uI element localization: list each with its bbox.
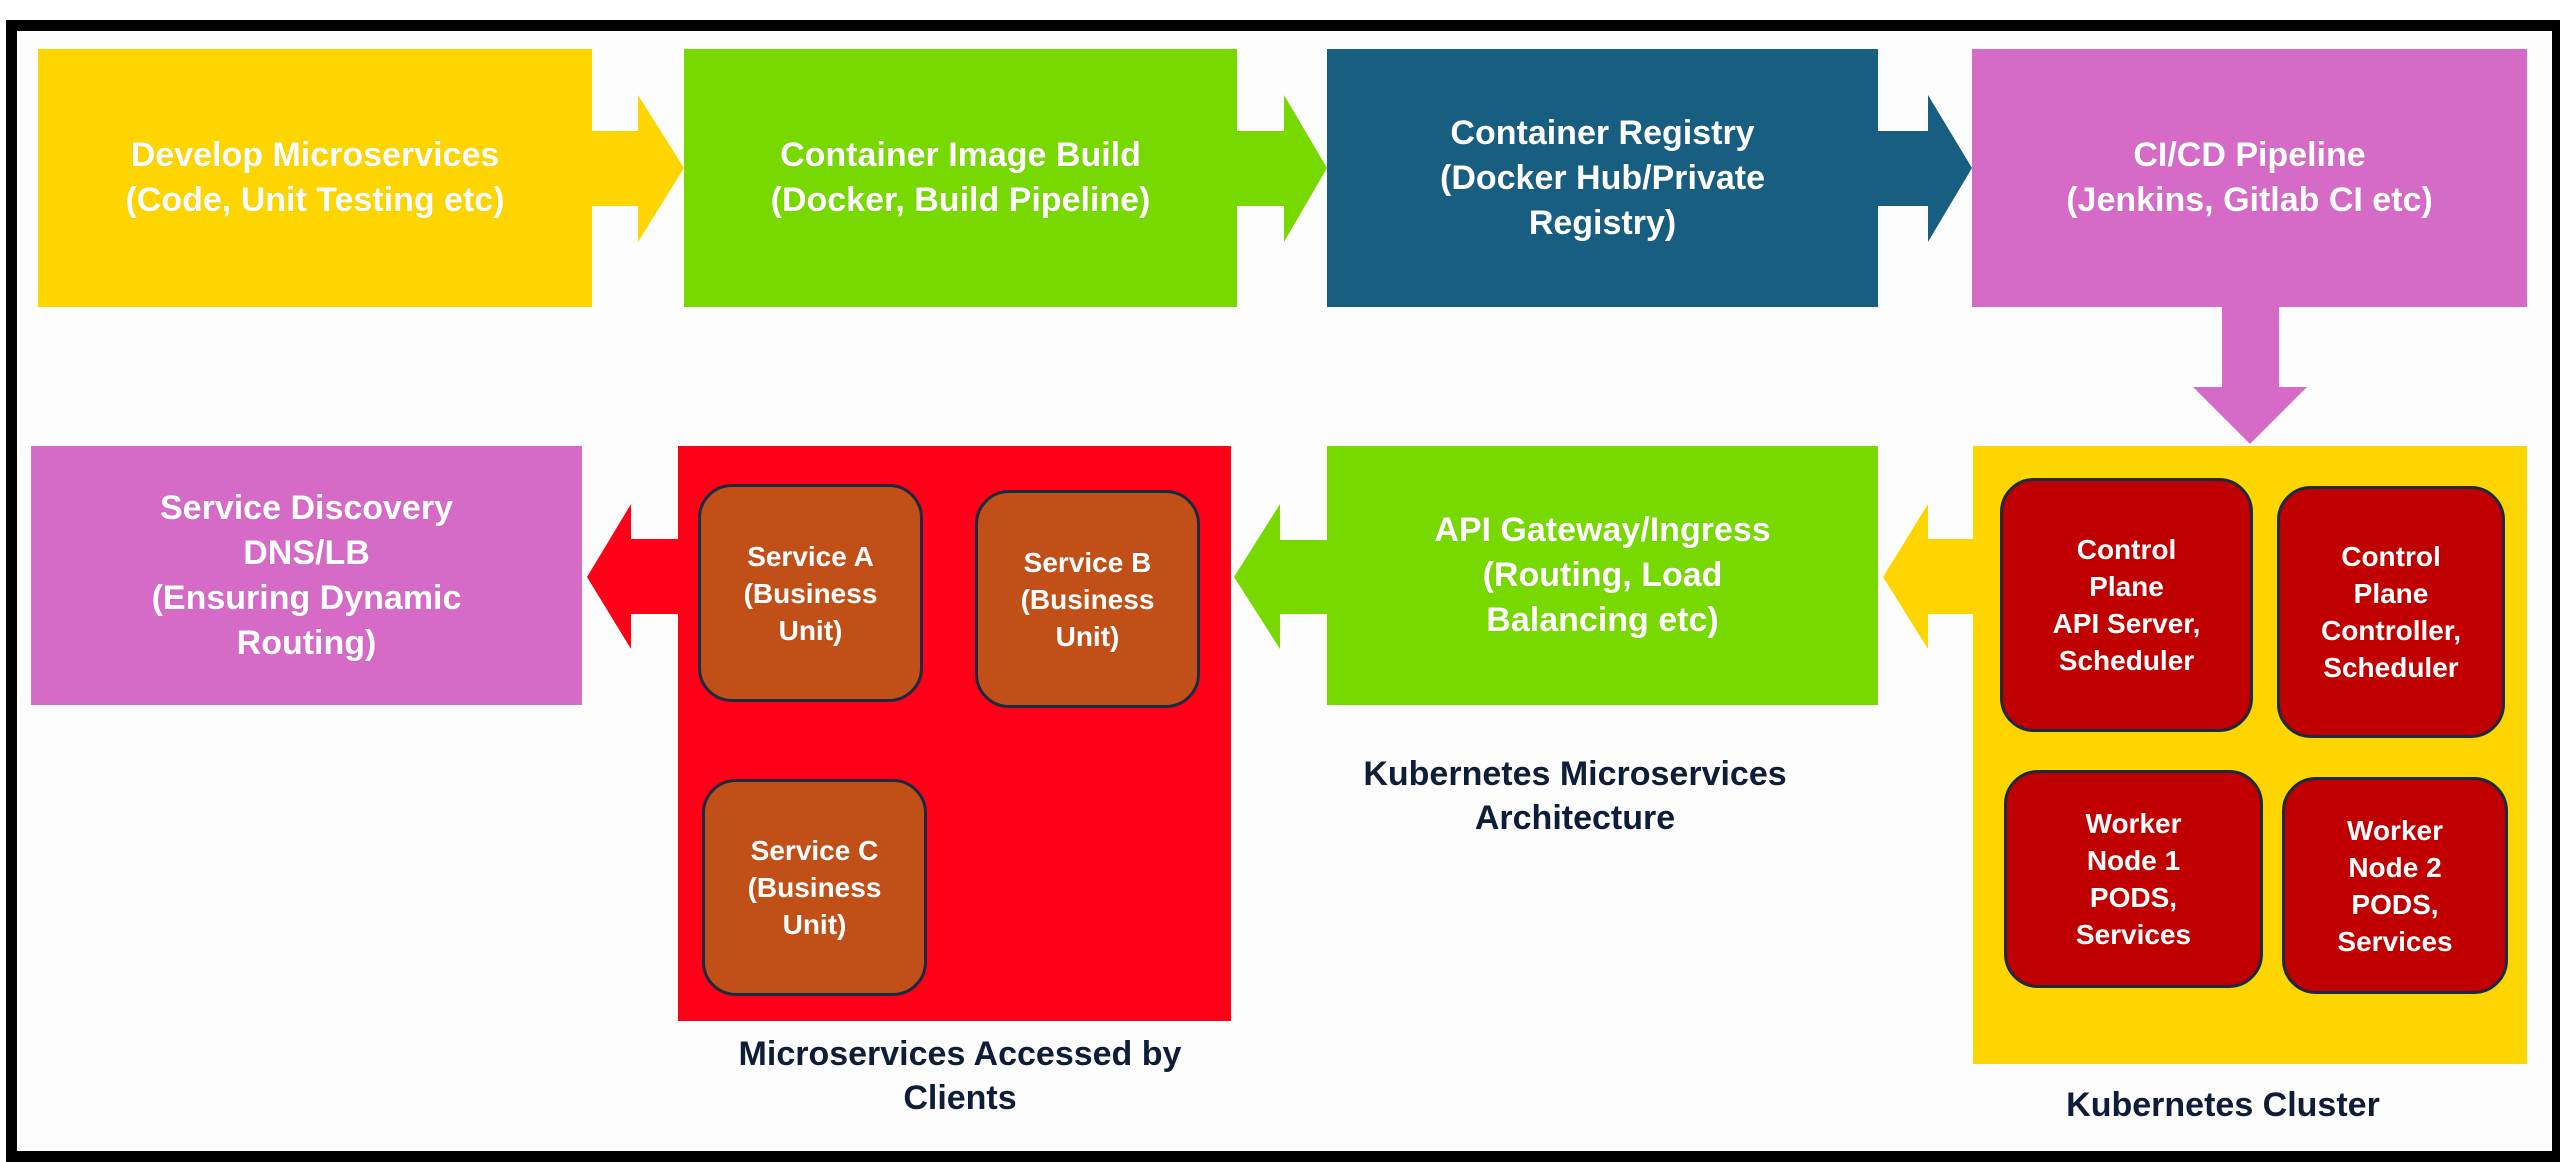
stage-service-discovery: Service Discovery DNS/LB (Ensuring Dynam…: [31, 446, 582, 705]
stage-container-image-build: Container Image Build (Docker, Build Pip…: [684, 49, 1237, 307]
stage-cicd-pipeline: CI/CD Pipeline (Jenkins, Gitlab CI etc): [1972, 49, 2527, 307]
node-label: Service A (Business Unit): [743, 540, 878, 646]
node-label: Control Plane Controller, Scheduler: [2320, 541, 2461, 683]
caption-kubernetes-cluster: Kubernetes Cluster: [2066, 1086, 2380, 1124]
service-c-node: Service C (Business Unit): [702, 779, 927, 996]
arrow-left-icon: [587, 504, 690, 649]
node-label: Service C (Business Unit): [747, 835, 882, 940]
control-plane-api-server-node: Control Plane API Server, Scheduler: [2000, 478, 2253, 732]
arrow-left-icon: [1234, 504, 1335, 649]
stage-label: Container Image Build (Docker, Build Pip…: [770, 136, 1151, 219]
stage-api-gateway: API Gateway/Ingress (Routing, Load Balan…: [1327, 446, 1878, 705]
stage-label: API Gateway/Ingress (Routing, Load Balan…: [1434, 511, 1771, 639]
stage-develop-microservices: Develop Microservices (Code, Unit Testin…: [38, 49, 592, 307]
stage-label: CI/CD Pipeline (Jenkins, Gitlab CI etc): [2066, 136, 2433, 219]
arrow-down-icon: [2193, 300, 2307, 444]
node-label: Control Plane API Server, Scheduler: [2052, 534, 2201, 676]
node-label: Worker Node 1 PODS, Services: [2075, 808, 2192, 950]
worker-node-1: Worker Node 1 PODS, Services: [2004, 770, 2263, 988]
caption-architecture-title: Kubernetes Microservices Architecture: [1363, 755, 1787, 837]
control-plane-controller-node: Control Plane Controller, Scheduler: [2277, 486, 2505, 738]
stage-label: Service Discovery DNS/LB (Ensuring Dynam…: [151, 488, 462, 662]
service-b-node: Service B (Business Unit): [975, 490, 1200, 708]
node-label: Service B (Business Unit): [1020, 546, 1155, 652]
arrow-left-icon: [1883, 504, 1985, 649]
caption-microservices-accessed: Microservices Accessed by Clients: [738, 1035, 1182, 1117]
stage-label: Container Registry (Docker Hub/Private R…: [1440, 113, 1765, 242]
arrow-right-icon: [1870, 95, 1972, 242]
stage-container-registry: Container Registry (Docker Hub/Private R…: [1327, 49, 1878, 307]
worker-node-2: Worker Node 2 PODS, Services: [2282, 777, 2508, 994]
service-a-node: Service A (Business Unit): [698, 484, 923, 702]
arrow-right-icon: [1225, 95, 1327, 242]
node-label: Worker Node 2 PODS, Services: [2337, 814, 2453, 957]
arrow-right-icon: [580, 95, 684, 242]
stage-label: Develop Microservices (Code, Unit Testin…: [125, 136, 505, 219]
